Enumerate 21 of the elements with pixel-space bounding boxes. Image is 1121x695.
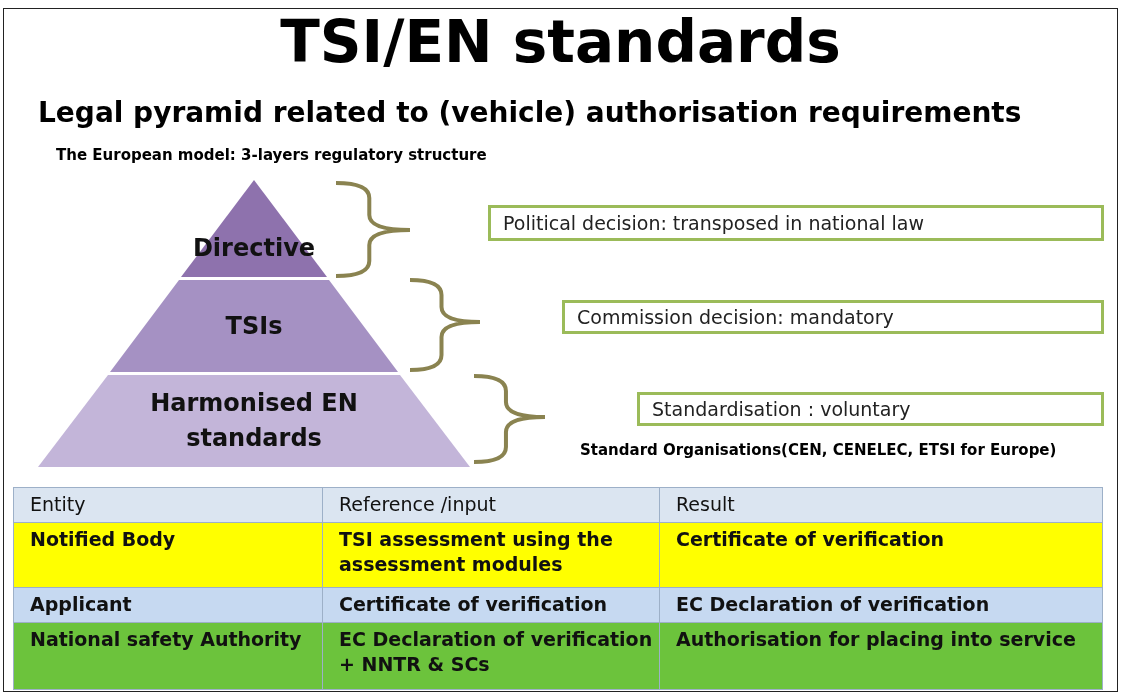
subtitle: Legal pyramid related to (vehicle) authorisation requirements — [38, 96, 1022, 129]
note-text: Standard Organisations(CEN, CENELEC, ETSI for Europe) — [580, 441, 1057, 459]
table-cell: National safety Authority — [13, 623, 323, 690]
table-cell: Notified Body — [13, 523, 323, 588]
title: TSI/EN standards — [279, 7, 842, 78]
text-box: Political decision: transposed in national law — [488, 205, 1104, 241]
text-box: Standardisation : voluntary — [637, 392, 1104, 426]
table-cell: Certificate of verification — [660, 523, 1103, 588]
table-cell: EC Declaration of verification — [660, 588, 1103, 623]
table-cell: Applicant — [13, 588, 323, 623]
table-cell: Authorisation for placing into service — [660, 623, 1103, 690]
table-header-cell: Entity — [13, 487, 323, 523]
table-cell: TSI assessment using the assessment modules — [323, 523, 660, 588]
table-header-cell: Reference /input — [323, 487, 660, 523]
pyramid-layer: Harmonised EN standards — [38, 375, 470, 467]
note-text: The European model: 3-layers regulatory structure — [56, 146, 487, 164]
table-cell: Certificate of verification — [323, 588, 660, 623]
text-box: Commission decision: mandatory — [562, 300, 1104, 334]
table-header-cell: Result — [660, 487, 1103, 523]
pyramid-layer: TSIs — [110, 280, 398, 372]
table-cell: EC Declaration of verification + NNTR & SCs — [323, 623, 660, 690]
